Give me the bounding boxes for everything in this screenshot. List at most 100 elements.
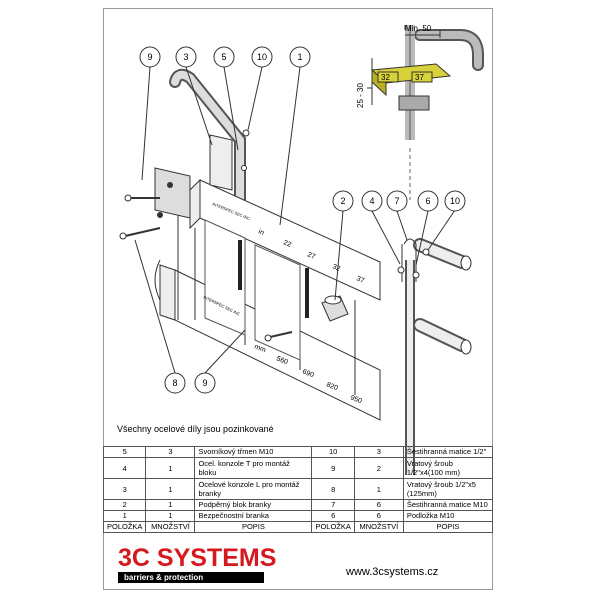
drawing-stroke [460,339,472,355]
cell-item: 5 [102,446,147,458]
callout-label: 10 [450,196,460,206]
callout-label: 7 [394,196,399,206]
drawing-stroke [324,295,342,305]
drawing-stroke [269,331,293,338]
drawing-stroke [159,264,176,321]
callout-9-top [139,46,161,68]
brand-logo: 3C SYSTEMS barriers & protection [118,546,276,583]
callout-label: 3 [183,52,188,62]
callout-label: 10 [257,52,267,62]
table-row: 5 3 Svorníkový třmen M10 10 3 Šestihrann… [102,446,494,458]
drawing-stroke [223,66,239,151]
callout-1 [289,46,311,68]
callout-label: 5 [221,52,226,62]
drawing-stroke [254,244,301,361]
cell-desc: Svorníkový třmen M10 [194,446,313,458]
drawing-stroke [134,239,176,374]
drawing-stroke [124,194,132,202]
callout-label: 8 [172,378,177,388]
callout-10-top [251,46,273,68]
detail-size-b: 37 [415,73,424,82]
drawing-stroke [415,210,429,266]
cell-qty: 6 [353,499,404,511]
drawing-stroke [157,212,163,218]
drawing-stroke [204,219,246,336]
drawing-stroke [279,66,301,226]
callout-7 [386,190,408,212]
mark-560: 560 [275,355,289,366]
drawing-stroke [412,271,420,279]
cell-qty: 3 [145,446,196,458]
mark-690: 690 [301,368,315,379]
cell-item: 9 [311,457,355,479]
callout-label: 9 [147,52,152,62]
drawing-stroke [189,178,201,230]
cell-desc: Ocel. konzole T pro montáž bloku [194,457,313,479]
drawing-stroke [242,129,250,137]
cell-desc: Vratový šroub 1/2"x4(100 mm) [402,457,494,479]
cell-qty: 6 [353,510,404,522]
drawing-stroke [397,266,405,274]
cell-desc: Šestihranná matice 1/2" [402,446,494,458]
cell-item: 6 [311,510,355,522]
page-frame [103,8,493,590]
detail-size-a: 32 [381,73,390,82]
drawing-stroke [416,31,482,69]
header-qty: MNOŽSTVÍ [145,521,196,533]
mark-32: 32 [331,263,341,272]
mark-22: 22 [282,239,292,248]
detail-range-label: 25 - 30 [356,83,365,108]
drawing-stroke [415,240,467,267]
mark-in: in [257,228,265,237]
header-item: POLOŽKA [102,521,147,533]
cell-qty: 1 [145,478,196,500]
callout-label: 4 [369,196,374,206]
parts-table: 5 3 Svorníkový třmen M10 10 3 Šestihrann… [102,446,494,533]
drawing-stroke [154,259,161,301]
mark-950: 950 [349,394,363,405]
callout-5 [213,46,235,68]
drawing-stroke [264,334,272,342]
cell-item: 4 [102,457,147,479]
header-desc: POPIS [194,521,313,533]
cell-item: 10 [311,446,355,458]
cell-desc: Vratový šroub 1/2"x5 (125mm) [402,478,494,500]
cell-qty: 1 [145,457,196,479]
drawing-stroke [204,329,246,374]
cell-desc: Šestihranná matice M10 [402,499,494,511]
drawing-stroke [305,268,309,318]
cell-qty: 1 [353,478,404,500]
cell-item: 2 [102,499,147,511]
cell-qty: 3 [353,446,404,458]
cell-item: 7 [311,499,355,511]
header-qty: MNOŽSTVÍ [353,521,404,533]
u-bolt [403,238,417,282]
callout-label: 9 [202,378,207,388]
drawing-stroke [167,182,173,188]
callout-9-bottom [194,372,216,394]
callout-4 [361,190,383,212]
drawing-stroke [411,71,433,83]
drawing-stroke [247,66,263,131]
drawing-stroke [427,209,456,251]
table-header-row: POLOŽKA MNOŽSTVÍ POPIS POLOŽKA MNOŽSTVÍ … [102,521,494,533]
drawing-stroke [460,255,472,271]
callout-8 [164,372,186,394]
drawing-stroke [334,210,344,301]
bolt-8 [124,227,161,237]
callout-6 [417,190,439,212]
website-link[interactable]: www.3csystems.cz [346,566,439,578]
cell-desc: Ocelové konzole L pro montáž branky [194,478,313,500]
drawing-stroke [396,210,408,241]
header-item: POLOŽKA [311,521,355,533]
header-desc: POPIS [402,521,494,533]
cell-qty: 1 [145,499,196,511]
drawing-stroke [371,210,401,265]
mark-27: 27 [306,251,316,260]
cell-item: 8 [311,478,355,500]
cell-qty: 2 [353,457,404,479]
callout-3 [175,46,197,68]
drawing-stroke [238,240,242,290]
cell-item: 3 [102,478,147,500]
